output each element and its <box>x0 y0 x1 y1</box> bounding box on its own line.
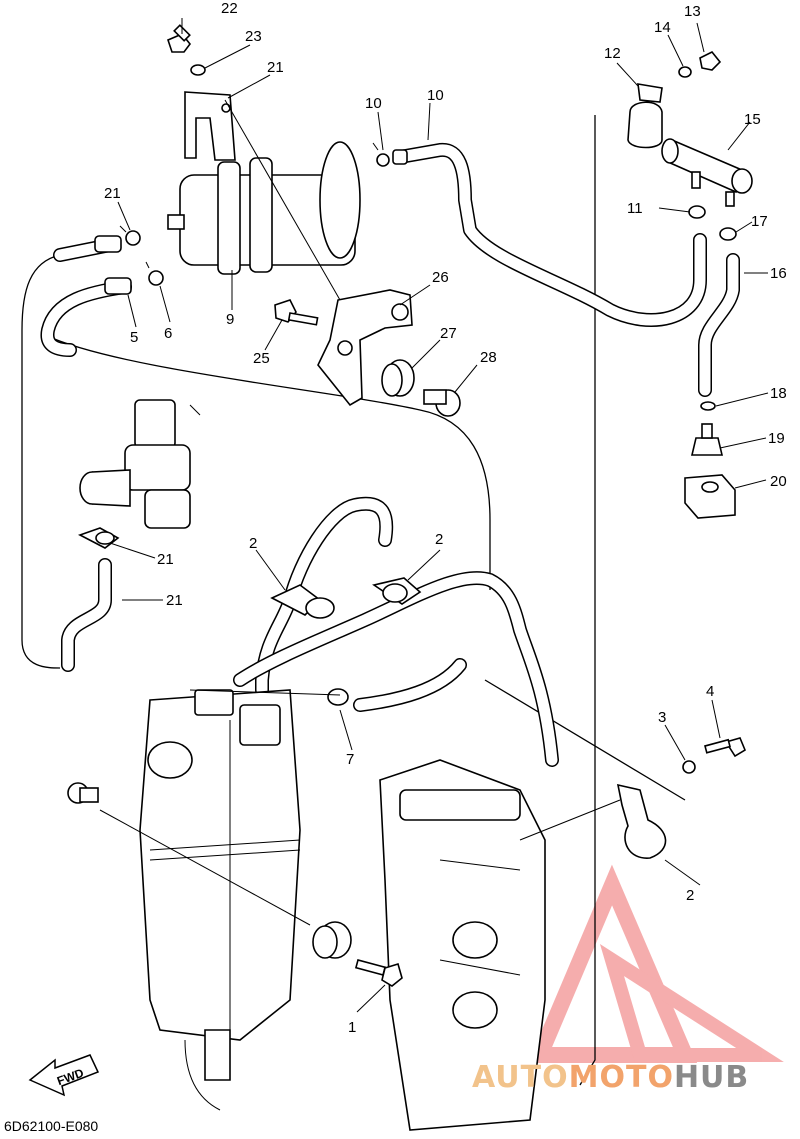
callout-21-lower: 21 <box>157 551 174 568</box>
guide-to-engine <box>484 679 686 801</box>
hose-end-fitting-2 <box>104 277 132 295</box>
callout-19: 20 <box>770 473 787 490</box>
callout-4: 4 <box>706 683 714 700</box>
grommet-lower <box>312 921 352 959</box>
bolt-28 <box>274 299 319 326</box>
callout-6: 5 <box>130 329 138 346</box>
clip-10-upper <box>372 142 390 167</box>
routing-outline-2 <box>44 334 491 590</box>
engine-guide-line <box>579 115 596 1086</box>
callout-22: 21 <box>267 59 284 76</box>
callout-2-left: 2 <box>249 535 257 552</box>
hose-9-end <box>392 149 408 165</box>
callout-11: 12 <box>604 45 621 62</box>
callout-3: 2 <box>686 887 694 904</box>
callout-1: 1 <box>348 1019 356 1036</box>
watermark-hub: HUB <box>673 1060 750 1095</box>
watermark-auto: AUTO <box>472 1060 569 1095</box>
canister-8 <box>167 141 361 275</box>
leader-lines <box>99 18 769 1013</box>
washer-24 <box>190 64 206 76</box>
callout-20: 21 <box>166 592 183 609</box>
callout-5: 3 <box>658 709 666 726</box>
washer-5 <box>682 760 696 774</box>
bracket-22 <box>184 91 236 161</box>
clamp-2-left <box>270 584 335 619</box>
callout-labels: 22 23 21 10 10 12 14 13 15 11 17 16 18 1… <box>104 0 787 1036</box>
callout-18: 19 <box>768 430 785 447</box>
bolt-4 <box>704 737 747 758</box>
watermark-logo <box>527 864 784 1063</box>
hose-end-fitting <box>94 235 122 253</box>
collar-lower-left <box>67 782 99 804</box>
callout-28: 25 <box>253 350 270 367</box>
routing-outline <box>21 254 61 669</box>
clip-10-right <box>688 205 706 219</box>
callout-2-right: 2 <box>435 531 443 548</box>
fwd-arrow-icon: FWD <box>28 1054 100 1097</box>
callout-10-right: 11 <box>627 200 643 217</box>
clip-7-lower <box>327 688 349 706</box>
cover-19 <box>684 474 736 519</box>
valve-18 <box>690 423 724 456</box>
callout-14: 15 <box>744 111 761 128</box>
clamp-3 <box>616 783 667 859</box>
bolt-1 <box>354 959 403 987</box>
bolt-23 <box>167 24 192 53</box>
callout-13: 14 <box>654 19 671 36</box>
engine-block <box>379 759 546 1131</box>
vapor-separator <box>139 689 301 1111</box>
callout-7-upper: 6 <box>164 325 172 342</box>
clamp-2-right <box>372 577 422 605</box>
clip-16 <box>719 227 737 241</box>
callout-9: 10 <box>427 87 444 104</box>
callout-12: 13 <box>684 3 701 20</box>
callout-23: 22 <box>221 0 238 17</box>
washer-13 <box>678 66 692 78</box>
grommet-26 <box>381 359 415 397</box>
hose-9 <box>393 142 707 327</box>
watermark-text: AUTOMOTOHUB <box>472 1060 749 1095</box>
callout-15: 16 <box>770 265 787 282</box>
vapor-valve <box>79 399 191 529</box>
collar-27 <box>423 389 461 417</box>
callout-8: 9 <box>226 311 234 328</box>
clip-17 <box>700 401 716 411</box>
clip-21-upper <box>119 225 141 246</box>
callout-25: 26 <box>432 269 449 286</box>
bracket-11 <box>627 83 663 149</box>
callout-26: 27 <box>440 325 457 342</box>
callout-7-lower: 7 <box>346 751 354 768</box>
clip-7-upper <box>145 261 164 286</box>
diagram-code: 6D62100-E080 <box>4 1118 99 1134</box>
bracket-25 <box>317 289 413 407</box>
callout-27: 28 <box>480 349 497 366</box>
callout-16: 17 <box>751 213 768 230</box>
callout-10-upper: 10 <box>365 95 382 112</box>
callout-17: 18 <box>770 385 787 402</box>
bolt-12 <box>699 50 722 71</box>
callout-21-upper: 21 <box>104 185 121 202</box>
watermark-moto: MOTO <box>568 1060 674 1095</box>
clip-21-lower <box>77 527 120 549</box>
silencer-14 <box>661 138 753 207</box>
callout-24: 23 <box>245 28 262 45</box>
